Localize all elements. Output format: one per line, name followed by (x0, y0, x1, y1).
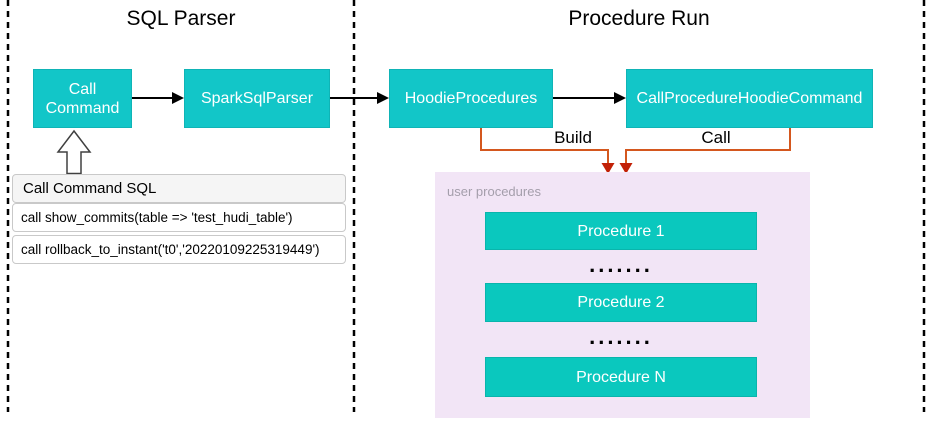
arrow-sparksqlparser-to-hoodieprocedures (330, 92, 389, 104)
arrow-callcommand-to-sparksqlparser (132, 92, 184, 104)
build-label: Build (554, 128, 592, 147)
user-procedures-container: user procedures Procedure 1 ....... Proc… (435, 172, 810, 418)
node-call-command: Call Command (33, 69, 132, 128)
node-call-procedure-hoodie-command: CallProcedureHoodieCommand (626, 69, 873, 128)
sql-row-show-commits: call show_commits(table => 'test_hudi_ta… (12, 203, 346, 232)
down-arrow-icon (619, 163, 633, 174)
node-spark-sql-parser: SparkSqlParser (184, 69, 330, 128)
hollow-up-arrow-icon (56, 129, 92, 175)
ellipsis-dots: ....... (589, 252, 653, 277)
node-hoodie-procedures: HoodieProcedures (389, 69, 553, 128)
sql-panel-header: Call Command SQL (12, 174, 346, 203)
section-title-sql-parser: SQL Parser (126, 7, 236, 30)
down-arrow-icon (601, 163, 615, 174)
ellipsis-dots: ....... (589, 324, 653, 349)
user-procedures-label: user procedures (447, 184, 541, 199)
node-procedure-1: Procedure 1 (485, 212, 757, 250)
node-procedure-n: Procedure N (485, 357, 757, 397)
call-connector (619, 128, 791, 174)
build-connector (480, 128, 615, 174)
section-title-procedure-run: Procedure Run (568, 7, 710, 30)
sql-row-rollback-to-instant: call rollback_to_instant('t0','202201092… (12, 235, 346, 264)
node-procedure-2: Procedure 2 (485, 283, 757, 322)
call-label: Call (701, 128, 731, 147)
arrow-hoodieprocedures-to-callprocedure (553, 92, 626, 104)
